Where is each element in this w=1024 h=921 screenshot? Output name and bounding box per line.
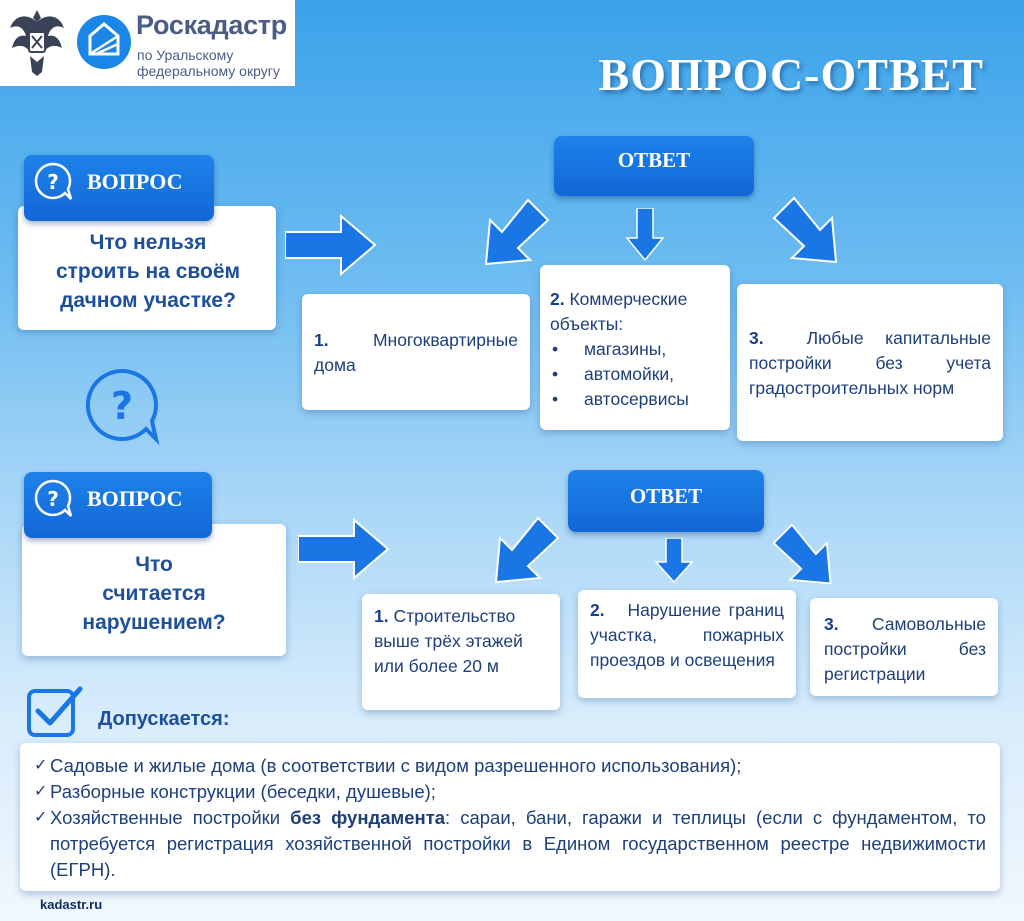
question-tab-label: ВОПРОС (87, 486, 183, 511)
svg-text:?: ? (111, 384, 133, 428)
question-bubble-icon: ? (34, 162, 73, 200)
allowed-card: Садовые и жилые дома (в соответствии с в… (20, 743, 1000, 891)
page-title: ВОПРОС-ОТВЕТ (598, 49, 984, 100)
commercial-list: магазины, автомойки, автосервисы (550, 337, 722, 412)
list-item: автомойки, (550, 362, 722, 387)
down-arrow-icon (625, 208, 665, 262)
answer-tab-1: ОТВЕТ (554, 136, 754, 196)
answer-card-2-1: 1. Строительство выше трёх этажей или бо… (362, 594, 560, 710)
question-tab-1: ? ВОПРОС (24, 155, 214, 221)
list-item: Садовые и жилые дома (в соответствии с в… (34, 753, 986, 779)
footer-site: kadastr.ru (40, 897, 103, 912)
logo-title: Роскадастр (136, 10, 287, 40)
question-card-1 (18, 206, 276, 330)
down-right-arrow-icon (772, 523, 832, 585)
svg-text:?: ? (47, 170, 59, 194)
emblem-icon (10, 10, 64, 76)
answer-card-1-1: 1. Многоквартирные дома (302, 294, 530, 410)
down-left-arrow-icon (494, 516, 560, 584)
question-tab-label: ВОПРОС (87, 169, 183, 194)
rosreestr-logo-icon (77, 15, 131, 69)
list-item: магазины, (550, 337, 722, 362)
logo-subtitle: по Уральскому федеральному округу (137, 47, 280, 79)
answer-card-1-2: 2. Коммерческие объекты: магазины, автом… (540, 265, 730, 430)
allowed-title: Допускается: (98, 708, 230, 730)
right-arrow-icon (285, 214, 377, 276)
down-left-arrow-icon (484, 198, 550, 266)
question-tab-2: ? ВОПРОС (24, 472, 212, 538)
question-card-2 (22, 524, 286, 656)
answer-card-2-2: 2. Нарушение границ участка, пожарных пр… (578, 590, 796, 698)
answer-card-2-3: 3. Самовольные постройки без регистрации (810, 598, 998, 696)
checkbox-check-icon (27, 686, 83, 737)
question-bubble-icon: ? (85, 368, 160, 445)
question-text-2: Что считается нарушением? (82, 553, 226, 634)
list-item: автосервисы (550, 387, 722, 412)
answer-tab-2: ОТВЕТ (568, 470, 764, 532)
right-arrow-icon (298, 518, 390, 580)
svg-text:?: ? (47, 487, 59, 511)
question-text-1: Что нельзя строить на своём дачном участ… (55, 231, 241, 312)
list-item: Разборные конструкции (беседки, душевые)… (34, 779, 986, 805)
question-bubble-icon: ? (34, 479, 73, 517)
list-item: Хозяйственные постройки без фундамента: … (34, 805, 986, 883)
down-right-arrow-icon (772, 196, 838, 264)
answer-card-1-3: 3. Любые капитальные постройки без учета… (737, 284, 1003, 441)
allowed-list: Садовые и жилые дома (в соответствии с в… (34, 753, 986, 883)
down-arrow-icon (654, 538, 694, 584)
